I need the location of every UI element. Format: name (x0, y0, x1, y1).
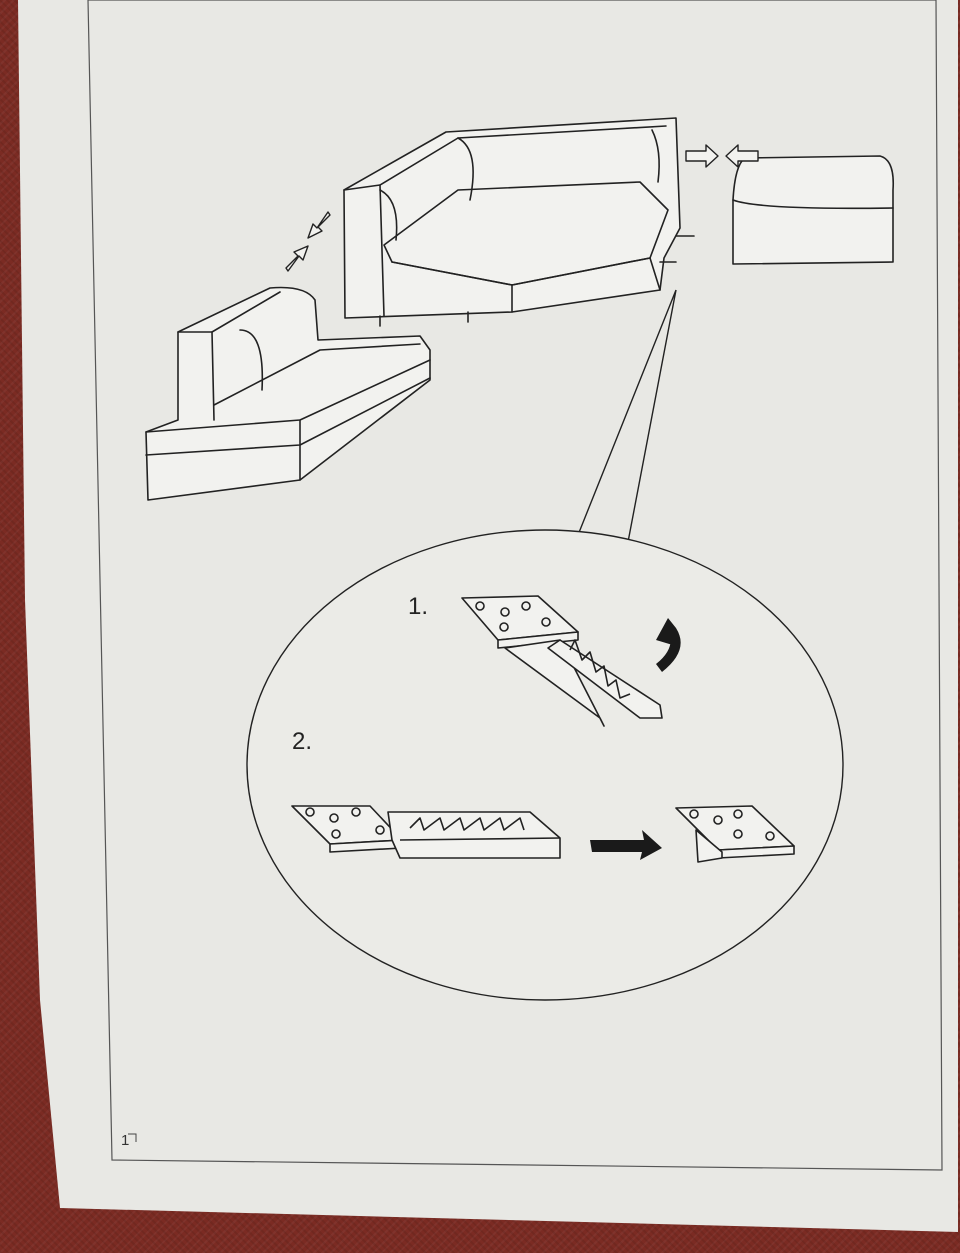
page-number: 1 (121, 1132, 130, 1149)
corner-module (343, 117, 695, 327)
bracket-slide-illustration (291, 805, 561, 859)
right-arrow-icon (590, 830, 662, 860)
page-corner-mark (128, 1133, 137, 1142)
double-arrow-left-icon (725, 144, 759, 168)
chaise-module (145, 286, 431, 501)
page-frame (87, 0, 943, 1171)
curved-arrow-rotate-icon (656, 618, 681, 672)
detail-callout-ellipse (246, 529, 844, 1001)
double-arrow-right-icon (685, 144, 719, 168)
diagonal-arrow-down-left-icon (307, 211, 331, 239)
step-2-label: 2. (292, 728, 313, 755)
bracket-fold-illustration (461, 595, 663, 727)
diagonal-arrow-up-right-icon (285, 245, 309, 272)
callout-pointer (577, 289, 677, 543)
ottoman-module (732, 155, 895, 265)
bracket-detached-illustration (675, 805, 795, 863)
step-1-label: 1. (408, 593, 429, 620)
